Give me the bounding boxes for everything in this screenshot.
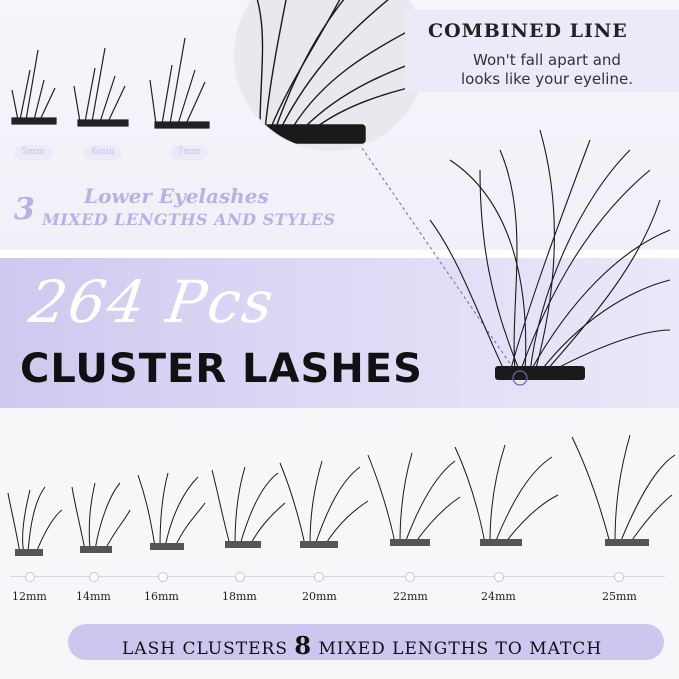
- banner-number: 8: [294, 631, 313, 660]
- timeline-dot: [614, 572, 624, 582]
- length-label: 16mm: [144, 590, 179, 603]
- product-title: CLUSTER LASHES: [20, 346, 423, 392]
- timeline-dot: [158, 572, 168, 582]
- length-label: 25mm: [602, 590, 637, 603]
- lower-subtitle: MIXED LENGTHS AND STYLES: [42, 210, 336, 229]
- banner-prefix: LASH CLUSTERS: [122, 639, 288, 659]
- lower-size-label: 7mm: [170, 145, 208, 160]
- lower-count: 3: [14, 192, 35, 227]
- cluster-row-illustration: [7, 434, 676, 556]
- length-label: 12mm: [12, 590, 47, 603]
- timeline-dot: [314, 572, 324, 582]
- lash-closeup-illustration: [234, 0, 671, 386]
- lower-size-label: 5mm: [14, 145, 52, 160]
- pcs-count: 264 Pcs: [25, 268, 280, 336]
- bottom-banner-text: LASH CLUSTERS 8 MIXED LENGTHS TO MATCH: [122, 631, 602, 660]
- combined-line-panel: [405, 10, 679, 92]
- length-label: 22mm: [393, 590, 428, 603]
- length-timeline: [10, 576, 665, 577]
- combined-description: Won't fall apart and looks like your eye…: [461, 51, 633, 88]
- hero-band: [0, 258, 679, 408]
- length-label: 20mm: [302, 590, 337, 603]
- timeline-dot: [89, 572, 99, 582]
- length-label: 24mm: [481, 590, 516, 603]
- combined-title: COMBINED LINE: [428, 20, 628, 42]
- lower-title: Lower Eyelashes: [84, 184, 269, 208]
- timeline-dot: [25, 572, 35, 582]
- length-label: 18mm: [222, 590, 257, 603]
- timeline-dot: [235, 572, 245, 582]
- timeline-dot: [494, 572, 504, 582]
- lower-lashes-illustration: [11, 37, 210, 129]
- timeline-dot: [405, 572, 415, 582]
- length-label: 14mm: [76, 590, 111, 603]
- lower-size-label: 6mm: [84, 145, 122, 160]
- banner-suffix: MIXED LENGTHS TO MATCH: [318, 639, 603, 659]
- bottom-banner: [68, 624, 664, 660]
